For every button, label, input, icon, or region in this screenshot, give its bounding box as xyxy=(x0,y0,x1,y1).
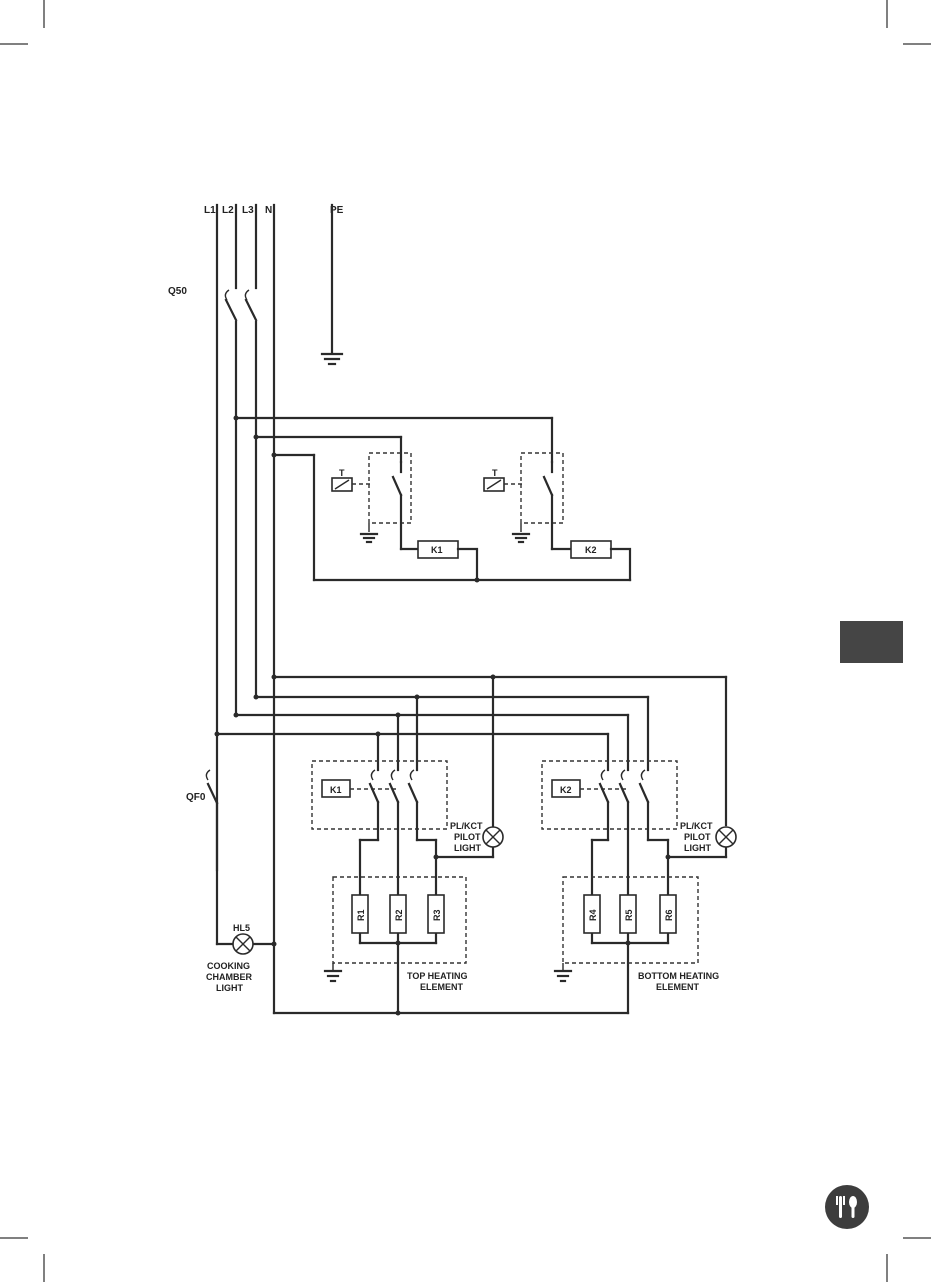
power-wiring xyxy=(217,677,726,826)
cutlery-icon xyxy=(825,1185,869,1229)
bottom-heater-wiring xyxy=(592,840,726,943)
top-pilot-light xyxy=(483,827,503,847)
light-switch-label: QF0 xyxy=(186,792,206,803)
heater-r1-label: R1 xyxy=(356,909,366,921)
earth-symbol-pe xyxy=(322,354,342,364)
thermostat-2-label: T xyxy=(492,468,498,478)
contactor-coil-k2-label: K2 xyxy=(585,545,597,555)
lamp-id-label: HL5 xyxy=(233,923,250,933)
main-switch-q50 xyxy=(225,290,256,320)
bottom-pilot-label-1: PL/KCT xyxy=(680,821,713,831)
supply-n-label: N xyxy=(265,205,272,216)
top-pilot-label-2: PILOT xyxy=(454,832,481,842)
cooking-chamber-lamp xyxy=(233,934,253,954)
bottom-pilot-label-2: PILOT xyxy=(684,832,711,842)
contactor-coil-k1-label: K1 xyxy=(431,545,443,555)
top-group-label-1: TOP HEATING xyxy=(407,971,468,981)
contactor-k2-label: K2 xyxy=(560,785,572,795)
contactor-coil-k1 xyxy=(418,541,477,558)
supply-l1-label: L1 xyxy=(204,205,216,216)
contactor-k1-label: K1 xyxy=(330,785,342,795)
bottom-pilot-light xyxy=(716,827,736,847)
top-heater-wiring xyxy=(360,840,493,943)
section-tab xyxy=(840,621,903,663)
top-pilot-label-1: PL/KCT xyxy=(450,821,483,831)
lamp-label-2: CHAMBER xyxy=(206,972,252,982)
top-pilot-label-3: LIGHT xyxy=(454,843,481,853)
heater-r4-label: R4 xyxy=(588,909,598,921)
cutlery-logo xyxy=(825,1185,869,1229)
heater-r3-label: R3 xyxy=(432,909,442,921)
heater-r2-label: R2 xyxy=(394,909,404,921)
bottom-group-label-1: BOTTOM HEATING xyxy=(638,971,719,981)
main-switch-label: Q50 xyxy=(168,286,187,297)
contactor-coil-k2 xyxy=(571,541,630,558)
heater-r6-label: R6 xyxy=(664,909,674,921)
thermostat-1 xyxy=(332,453,418,549)
bottom-group-label-2: ELEMENT xyxy=(656,982,700,992)
lamp-label-3: LIGHT xyxy=(216,983,243,993)
lamp-label-1: COOKING xyxy=(207,961,250,971)
supply-l2-label: L2 xyxy=(222,205,234,216)
heater-r5-label: R5 xyxy=(624,909,634,921)
thermostat-1-label: T xyxy=(339,468,345,478)
supply-l3-label: L3 xyxy=(242,205,254,216)
top-heating-element xyxy=(325,877,466,981)
bottom-heating-element xyxy=(555,877,698,981)
bottom-pilot-label-3: LIGHT xyxy=(684,843,711,853)
supply-rails xyxy=(217,205,332,1013)
top-group-label-2: ELEMENT xyxy=(420,982,464,992)
